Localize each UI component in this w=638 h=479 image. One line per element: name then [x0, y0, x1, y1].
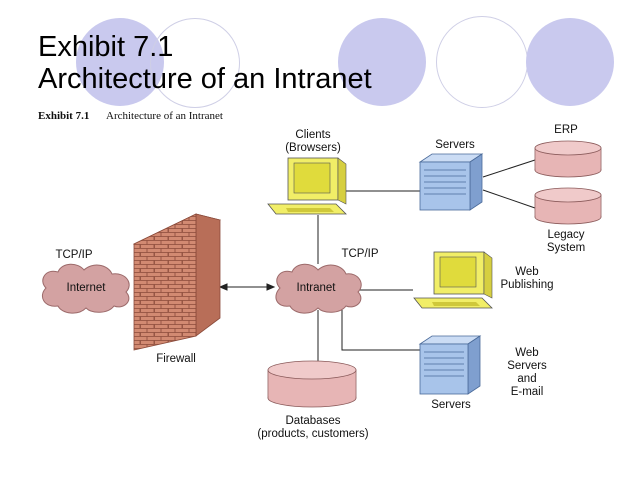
decor-circle-2: [150, 18, 240, 108]
web-servers-label-1: Web: [515, 347, 538, 359]
intranet-label: Intranet: [297, 282, 337, 294]
erp-database-icon: [534, 140, 602, 178]
line-intranet-webservers: [341, 310, 420, 351]
legacy-label: Legacy: [547, 229, 584, 241]
web-publishing-label-1: Web: [515, 266, 538, 278]
connection-lines: [317, 159, 536, 362]
firewall-label: Firewall: [156, 353, 196, 365]
slide-title-line-1: Exhibit 7.1: [38, 31, 174, 63]
server-top-icon: [418, 153, 484, 211]
legacy-system-label: System: [547, 242, 585, 254]
clients-computer-icon: [267, 157, 347, 215]
servers-bottom-label: Servers: [431, 399, 471, 411]
internet-label: Internet: [67, 282, 107, 294]
web-servers-label-2: Servers: [507, 360, 547, 372]
web-publishing-label-2: Publishing: [500, 279, 553, 291]
clients-label: Clients: [295, 129, 330, 141]
decor-circle-3: [338, 18, 426, 106]
slide-title-line-2: Architecture of an Intranet: [38, 63, 372, 95]
web-servers-label-3: and: [517, 373, 536, 385]
databases-sub-label: (products, customers): [257, 428, 368, 440]
intranet-cloud: [275, 263, 362, 314]
server-bottom-icon: [418, 335, 482, 395]
decor-circle-5: [526, 18, 614, 106]
exhibit-caption: Architecture of an Intranet: [106, 110, 223, 122]
decor-circle-1: [76, 18, 164, 106]
firewall-icon: [132, 213, 222, 351]
tcpip-left-label: TCP/IP: [55, 249, 92, 261]
databases-icon: [267, 360, 357, 408]
databases-label: Databases: [286, 415, 341, 427]
servers-top-label: Servers: [435, 139, 475, 151]
tcpip-center-label: TCP/IP: [341, 248, 378, 260]
firewall-arrow: [218, 283, 276, 291]
internet-cloud: [42, 263, 130, 314]
line-servers-legacy: [482, 189, 536, 209]
exhibit-number: Exhibit 7.1: [38, 110, 89, 122]
web-publishing-computer-icon: [413, 251, 493, 309]
clients-browsers-label: (Browsers): [285, 142, 341, 154]
line-servers-erp: [482, 159, 536, 178]
erp-label: ERP: [554, 124, 578, 136]
legacy-database-icon: [534, 187, 602, 225]
web-servers-label-4: E-mail: [511, 386, 544, 398]
